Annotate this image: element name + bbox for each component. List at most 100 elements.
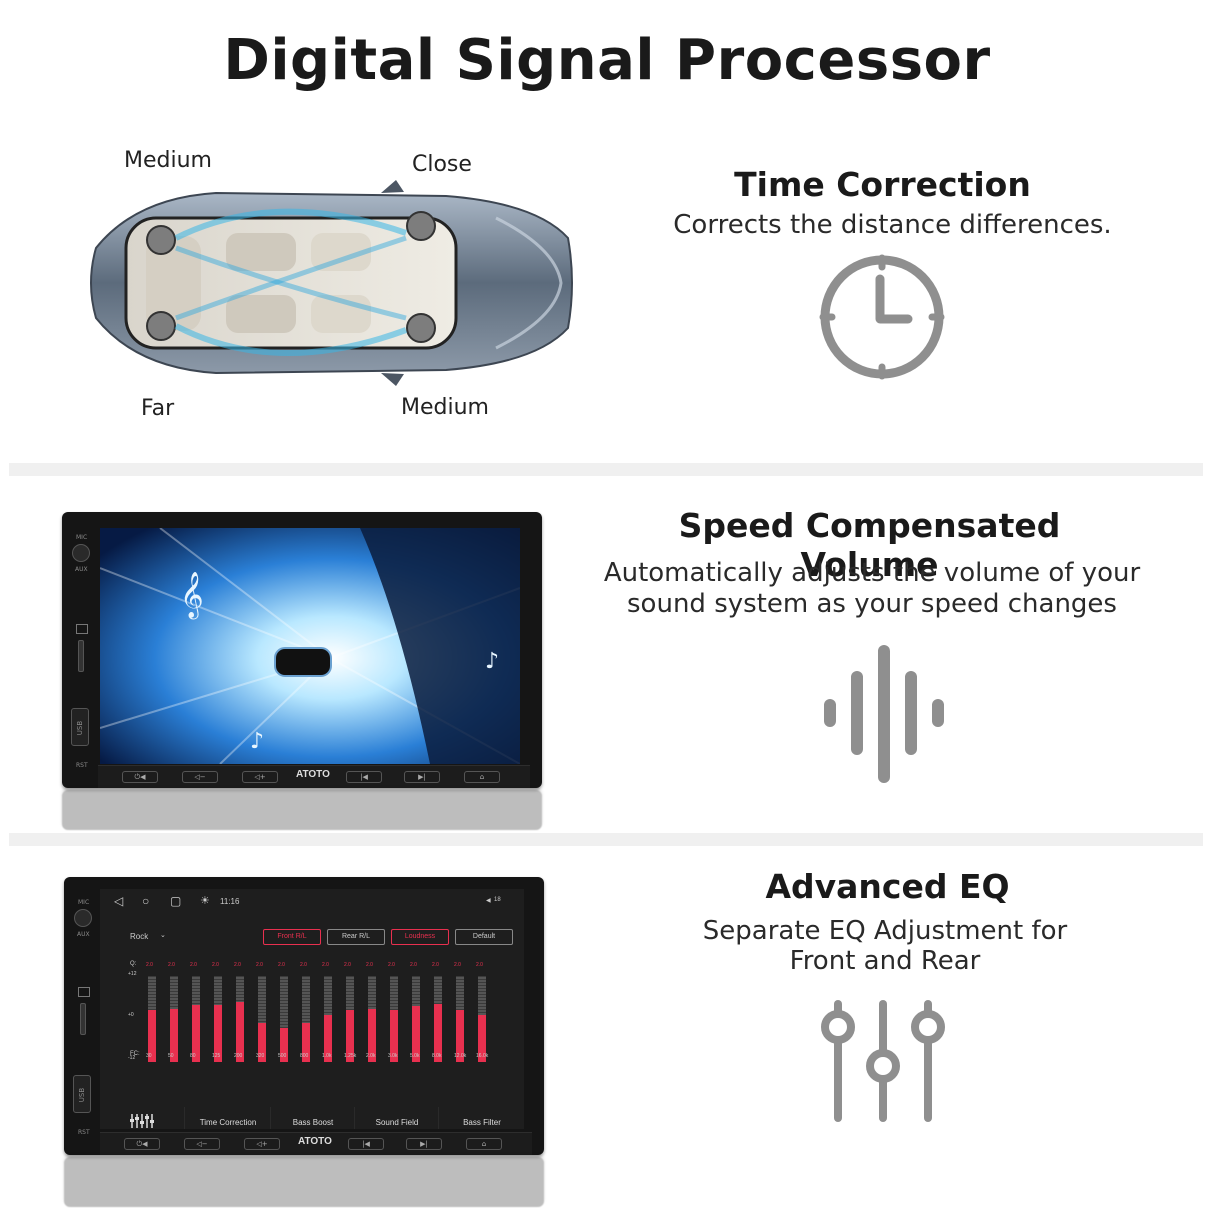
clock-time: 11:16 <box>220 897 240 906</box>
back-nav-icon[interactable]: ◁ <box>114 894 124 908</box>
loudness-button[interactable]: Loudness <box>391 929 449 945</box>
eq-band-slider[interactable] <box>324 976 332 1062</box>
fc-value: 800 <box>300 1053 309 1059</box>
fc-value: 500 <box>278 1053 287 1059</box>
rear-rl-button[interactable]: Rear R/L <box>327 929 385 945</box>
eq-band-slider[interactable] <box>478 976 486 1062</box>
speed-volume-desc-line2: sound system as your speed changes <box>627 589 1117 619</box>
volume-status-value: 18 <box>494 897 501 903</box>
eq-band-slider[interactable] <box>368 976 376 1062</box>
fc-value: 5.0k <box>410 1053 420 1059</box>
advanced-eq-desc-line1: Separate EQ Adjustment for <box>702 916 1068 946</box>
usb-port-2 <box>73 1075 91 1113</box>
tab-sound-field[interactable]: Sound Field <box>354 1107 439 1129</box>
eq-tab-active[interactable] <box>100 1107 184 1129</box>
eq-preset[interactable]: Rock <box>130 932 149 941</box>
speed-volume-desc-line1: Automatically adjusts the volume of your <box>603 558 1141 588</box>
prev-track-button-2[interactable]: |◀ <box>348 1138 384 1150</box>
eq-band-slider[interactable] <box>390 976 398 1062</box>
home-button[interactable]: ⌂ <box>464 771 500 783</box>
head-unit-reflection-2 <box>64 1157 544 1207</box>
fc-value: 320 <box>256 1053 265 1059</box>
mic-label-2: MIC <box>78 899 90 906</box>
q-value: 2.0 <box>344 962 351 968</box>
time-correction-desc: Corrects the distance differences. <box>673 210 1112 240</box>
media-screen: 𝄞 ♪ ♪ <box>100 528 520 764</box>
eq-band-slider[interactable] <box>280 976 288 1062</box>
car-top-view-image <box>90 180 573 386</box>
eq-band-level <box>192 1005 200 1062</box>
eq-band-slider[interactable] <box>236 976 244 1062</box>
rst-label: RST <box>76 762 88 769</box>
y-tick-bottom: -12 <box>128 1055 136 1061</box>
eq-screen: ◁ ○ ▢ ☀ 11:16 ◀ 18 Rock ⌄ Front R/L Rear… <box>100 889 524 1129</box>
power-mute-button-2[interactable]: ⏻◀ <box>124 1138 160 1150</box>
q-value: 2.0 <box>454 962 461 968</box>
q-value: 2.0 <box>300 962 307 968</box>
q-value: 2.0 <box>410 962 417 968</box>
eq-band-slider[interactable] <box>258 976 266 1062</box>
brand-logo: ATOTO <box>296 769 330 780</box>
tab-bass-filter[interactable]: Bass Filter <box>438 1107 524 1129</box>
fc-value: 50 <box>168 1053 174 1059</box>
mic-label: MIC <box>76 534 88 541</box>
eq-band-slider[interactable] <box>170 976 178 1062</box>
fc-label: FC: <box>130 1051 140 1057</box>
eq-sliders-icon <box>130 1114 154 1128</box>
q-value: 2.0 <box>432 962 439 968</box>
eq-band-slider[interactable] <box>346 976 354 1062</box>
brand-logo-2: ATOTO <box>298 1136 332 1147</box>
prev-track-button[interactable]: |◀ <box>346 771 382 783</box>
volume-down-button-2[interactable]: ◁− <box>184 1138 220 1150</box>
eq-band-slider[interactable] <box>214 976 222 1062</box>
eq-band-slider[interactable] <box>456 976 464 1062</box>
head-unit-media: MIC AUX USB RST 𝄞 ♪ <box>62 512 542 788</box>
q-label: Q: <box>130 961 137 967</box>
power-mute-button[interactable]: ⏻◀ <box>122 771 158 783</box>
eq-band-level <box>346 1010 354 1062</box>
sd-icon <box>76 624 88 634</box>
head-unit-button-bar-2: ⏻◀ ◁− ◁+ ATOTO |◀ ▶| ⌂ <box>100 1132 532 1155</box>
next-track-button-2[interactable]: ▶| <box>406 1138 442 1150</box>
head-unit-eq: MIC AUX USB RST ◁ ○ ▢ ☀ 11:16 ◀ 18 Rock … <box>64 877 544 1155</box>
eq-band-slider[interactable] <box>192 976 200 1062</box>
car-label-top-left: Medium <box>124 148 212 173</box>
volume-up-button[interactable]: ◁+ <box>242 771 278 783</box>
recents-nav-icon[interactable]: ▢ <box>170 894 182 908</box>
brightness-icon[interactable]: ☀ <box>200 895 210 907</box>
fc-value: 8.0k <box>432 1053 442 1059</box>
eq-band-level <box>390 1010 398 1062</box>
eq-band-slider[interactable] <box>302 976 310 1062</box>
aux-jack <box>72 544 90 562</box>
next-track-button[interactable]: ▶| <box>404 771 440 783</box>
eq-band-level <box>456 1010 464 1062</box>
speed-volume-title: Speed Compensated Volume <box>678 506 1061 584</box>
home-button-2[interactable]: ⌂ <box>466 1138 502 1150</box>
eq-band-slider[interactable] <box>434 976 442 1062</box>
q-value: 2.0 <box>146 962 153 968</box>
home-nav-icon[interactable]: ○ <box>142 894 150 908</box>
y-tick-mid: +0 <box>128 1012 134 1018</box>
volume-up-button-2[interactable]: ◁+ <box>244 1138 280 1150</box>
eq-band-slider[interactable] <box>412 976 420 1062</box>
fc-value: 2.0k <box>366 1053 376 1059</box>
q-value: 2.0 <box>168 962 175 968</box>
sd-slot <box>78 640 84 672</box>
tab-time-correction[interactable]: Time Correction <box>184 1107 271 1129</box>
svg-text:♪: ♪ <box>485 649 499 674</box>
volume-down-button[interactable]: ◁− <box>182 771 218 783</box>
q-value: 2.0 <box>234 962 241 968</box>
sd-icon-2 <box>78 987 90 997</box>
eq-band-level <box>214 1005 222 1062</box>
tab-bass-boost[interactable]: Bass Boost <box>270 1107 355 1129</box>
chevron-down-icon[interactable]: ⌄ <box>160 932 166 939</box>
time-correction-title: Time Correction <box>734 165 1031 204</box>
front-rl-button[interactable]: Front R/L <box>263 929 321 945</box>
volume-status-icon: ◀ <box>486 898 491 904</box>
fc-value: 1.25k <box>344 1053 357 1059</box>
q-value: 2.0 <box>388 962 395 968</box>
rst-label-2: RST <box>78 1129 90 1136</box>
default-button[interactable]: Default <box>455 929 513 945</box>
eq-band-slider[interactable] <box>148 976 156 1062</box>
usb-label-2: USB <box>78 1087 87 1103</box>
